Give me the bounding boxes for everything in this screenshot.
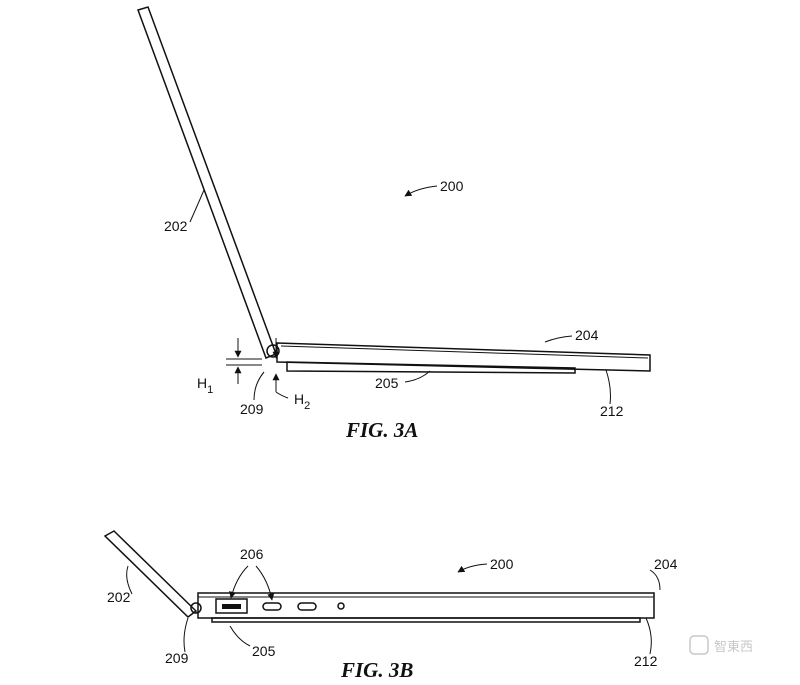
label-display-3a: 202 xyxy=(164,218,188,234)
caption-fig-3a: FIG. 3A xyxy=(345,418,418,442)
foot-3b xyxy=(211,617,641,623)
figure-3b: 206 200 204 202 205 209 212 FIG. 3B xyxy=(103,530,678,682)
label-base-3a: 204 xyxy=(575,327,599,343)
label-h2: H2 xyxy=(294,391,310,412)
label-device-3a: 200 xyxy=(440,178,464,194)
label-hinge-3b: 209 xyxy=(165,650,189,666)
label-ports: 206 xyxy=(240,546,264,562)
watermark-logo-icon xyxy=(689,635,709,655)
label-foot-3b: 205 xyxy=(252,643,276,659)
label-display-3b: 202 xyxy=(107,589,131,605)
ports-group xyxy=(215,598,345,614)
watermark: 智東西 xyxy=(689,635,753,655)
h1-dimension xyxy=(226,338,262,384)
usb-a-port xyxy=(215,598,248,614)
label-front-edge-3b: 212 xyxy=(634,653,658,669)
display-lid-3a xyxy=(137,6,277,359)
label-base-3b: 204 xyxy=(654,556,678,572)
usb-c-port-1 xyxy=(262,602,282,611)
watermark-text: 智東西 xyxy=(714,639,753,655)
display-lid-3b xyxy=(103,530,198,618)
figure-3a: 202 200 204 205 212 209 H1 H2 FIG. 3A xyxy=(137,6,651,442)
caption-fig-3b: FIG. 3B xyxy=(340,658,413,682)
label-h1: H1 xyxy=(197,375,213,396)
label-hinge-3a: 209 xyxy=(240,401,264,417)
hinge-3b xyxy=(190,602,202,614)
label-front-edge-3a: 212 xyxy=(600,403,624,419)
label-foot-3a: 205 xyxy=(375,375,399,391)
usb-a-port-inner xyxy=(222,604,241,609)
label-device-3b: 200 xyxy=(490,556,514,572)
foot-3a xyxy=(286,361,576,374)
usb-c-port-2 xyxy=(297,602,317,611)
audio-jack xyxy=(337,602,345,610)
